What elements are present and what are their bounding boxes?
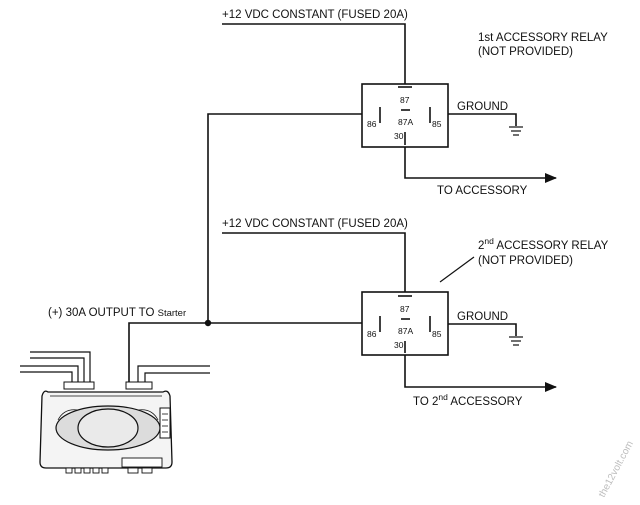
- relay2-ground-icon: [509, 336, 523, 346]
- mid-feed-wire: [222, 232, 406, 296]
- relay1-pin-30: 30: [394, 131, 404, 141]
- relay2-pin-86: 86: [367, 329, 377, 339]
- relay2-pin-30: 30: [394, 340, 404, 350]
- relay1-pin-87: 87: [400, 95, 410, 105]
- relay1-pin-85: 85: [432, 119, 442, 129]
- relay2-title: 2nd ACCESSORY RELAY: [478, 236, 609, 252]
- watermark: the12volt.com: [597, 439, 636, 499]
- relay2-ground-wire: [448, 323, 517, 336]
- relay2-pin-87: 87: [400, 304, 410, 314]
- relay2-ground-label: GROUND: [457, 311, 508, 323]
- relay1: 87 86 85 87A 30: [361, 83, 449, 148]
- top-feed-label: +12 VDC CONSTANT (FUSED 20A): [222, 9, 408, 21]
- relay2-pin-85: 85: [432, 329, 442, 339]
- junction-dot: [204, 319, 212, 327]
- relay1-output-wire: [404, 147, 557, 183]
- control-wire-relay1: [207, 113, 362, 323]
- top-feed-wire: [222, 23, 406, 87]
- relay2-output-wire: [404, 355, 557, 392]
- relay1-note: (NOT PROVIDED): [478, 46, 573, 58]
- relay1-pin-86: 86: [367, 119, 377, 129]
- relay2-output-label: TO 2nd ACCESSORY: [413, 392, 523, 408]
- mid-feed-label: +12 VDC CONSTANT (FUSED 20A): [222, 218, 408, 230]
- relay2-leader-line: [439, 256, 475, 283]
- relay2-pin-87a: 87A: [398, 326, 413, 336]
- control-wire-relay2: [128, 322, 362, 384]
- relay2: 87 86 85 87A 30: [361, 291, 449, 356]
- relay1-output-label: TO ACCESSORY: [437, 185, 528, 197]
- starter-output-label: (+) 30A OUTPUT TO Starter: [48, 307, 186, 319]
- relay1-pin-87a: 87A: [398, 117, 413, 127]
- relay2-note: (NOT PROVIDED): [478, 255, 573, 267]
- remote-start-module-icon: [20, 351, 210, 474]
- relay1-ground-label: GROUND: [457, 101, 508, 113]
- relay1-ground-wire: [448, 113, 517, 126]
- relay1-title: 1st ACCESSORY RELAY: [478, 32, 608, 44]
- relay1-ground-icon: [509, 126, 523, 136]
